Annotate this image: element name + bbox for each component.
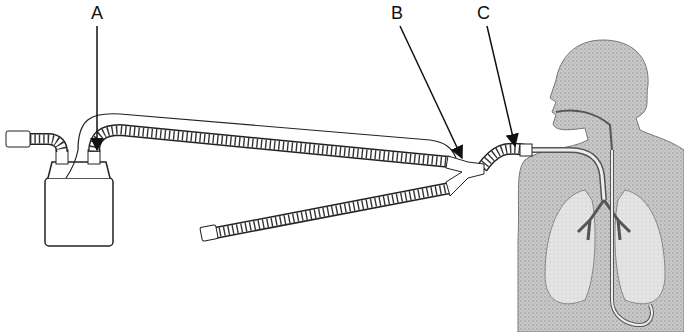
breathing-circuit	[6, 114, 532, 242]
callout-letter: B	[391, 4, 403, 22]
patient-figure	[518, 40, 684, 332]
leader-arrows	[97, 26, 515, 158]
humidifier	[45, 150, 113, 246]
callout-letter: C	[477, 4, 490, 22]
callout-letter: A	[91, 4, 103, 22]
